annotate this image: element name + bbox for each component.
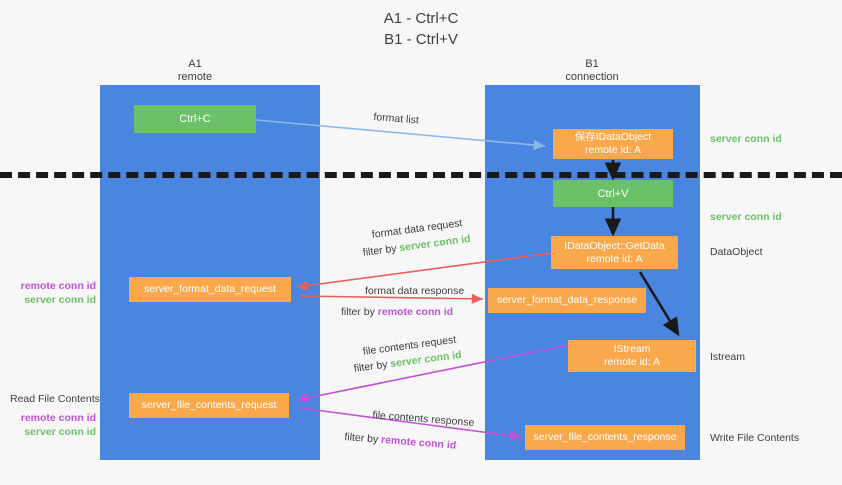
annotation-remote-conn-id: remote conn id (20, 412, 96, 424)
edge-label-format-list: format list (372, 110, 420, 127)
node-server-file-contents-request-label: server_file_contents_request (141, 399, 277, 411)
edge-label-format-data-response: format data response (365, 285, 465, 297)
node-server-format-data-response-label: server_format_data_response (496, 294, 638, 306)
lane-a1-sub: remote (177, 71, 213, 83)
node-server-format-data-response[interactable]: server_format_data_response (488, 288, 646, 313)
node-istream[interactable]: IStream remote id: A (568, 340, 696, 372)
phase-divider (0, 172, 842, 178)
annotation-server-conn-id-top: server conn id (710, 133, 782, 145)
filter-prefix: filter by (341, 306, 378, 318)
annotation-write-file-contents: Write File Contents (710, 432, 800, 444)
node-server-file-contents-response-label: server_file_contents_response (533, 431, 677, 443)
node-getdata-line1: IDataObject::GetData (564, 239, 665, 252)
lane-header-b1: B1 connection (527, 58, 657, 84)
annotation-server-conn-id-mid: server conn id (710, 211, 782, 223)
annotation-read-file-contents: Read File Contents (10, 393, 100, 405)
node-istream-line1: IStream (613, 343, 651, 355)
filter-prefix: filter by (362, 242, 401, 259)
edge-label-format-data-response-filter: filter by remote conn id (341, 305, 453, 319)
edge-label-file-contents-response: file contents response (371, 408, 475, 429)
title-line-1: A1 - Ctrl+C (383, 10, 459, 27)
node-idataobject-store-line1: 保存IDataObject (574, 131, 652, 143)
annotation-server-conn-id: server conn id (24, 426, 96, 438)
annotation-conn-id-pair-bottom: remote conn id server conn id (0, 411, 96, 439)
node-idataobject-store-line2: remote id: A (584, 144, 642, 156)
annotation-dataobject: DataObject (710, 246, 763, 258)
node-server-format-data-request-label: server_format_data_request (144, 283, 276, 295)
node-ctrl-c[interactable]: Ctrl+C (134, 105, 256, 133)
annotation-server-conn-id: server conn id (24, 294, 96, 306)
node-getdata-line2: remote id: A (586, 252, 643, 265)
filter-value-remote-conn-id: remote conn id (380, 433, 457, 452)
node-getdata[interactable]: IDataObject::GetData remote id: A (551, 236, 678, 269)
filter-value-remote-conn-id: remote conn id (377, 306, 454, 318)
node-server-file-contents-response[interactable]: server_file_contents_response (525, 425, 685, 450)
node-server-format-data-request[interactable]: server_format_data_request (129, 277, 291, 302)
node-ctrl-v-label: Ctrl+V (597, 187, 629, 200)
title-line-2: B1 - Ctrl+V (384, 31, 458, 48)
node-ctrl-c-label: Ctrl+C (179, 113, 211, 125)
filter-prefix: filter by (353, 358, 392, 375)
diagram-title: A1 - Ctrl+C B1 - Ctrl+V (0, 8, 842, 50)
annotation-conn-id-pair-mid: remote conn id server conn id (0, 279, 96, 307)
lane-b1-sub: connection (565, 71, 619, 83)
node-istream-line2: remote id: A (603, 356, 661, 368)
annotation-remote-conn-id: remote conn id (20, 280, 96, 292)
lane-b1-name: B1 (585, 58, 599, 70)
edge-label-file-contents-response-filter: filter by remote conn id (344, 430, 457, 453)
lane-header-a1: A1 remote (130, 58, 260, 84)
annotation-istream: Istream (710, 351, 746, 363)
node-ctrl-v[interactable]: Ctrl+V (553, 180, 673, 207)
node-server-file-contents-request[interactable]: server_file_contents_request (129, 393, 289, 418)
lane-a1-name: A1 (188, 58, 202, 70)
filter-prefix: filter by (343, 430, 382, 446)
node-idataobject-store[interactable]: 保存IDataObject remote id: A (553, 129, 673, 159)
